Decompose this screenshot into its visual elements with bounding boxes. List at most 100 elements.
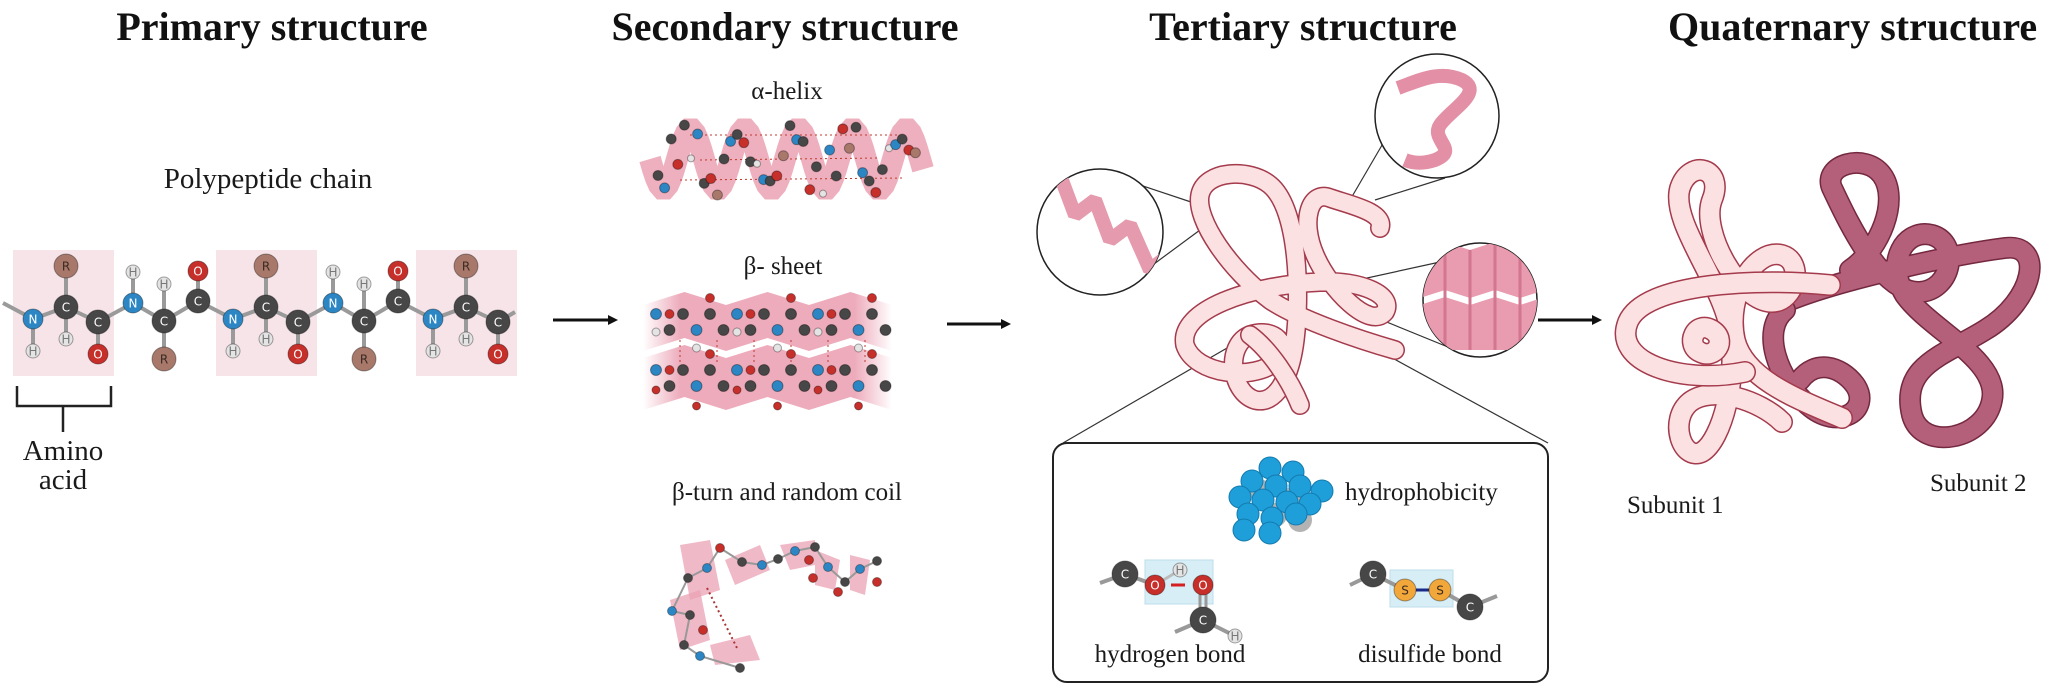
atom-symbol: R	[360, 353, 368, 367]
hydrophobic-atom	[1284, 502, 1308, 526]
atom-symbol: N	[429, 313, 438, 327]
nitrogen-atom-icon	[824, 144, 836, 156]
beta-turn-random-coil-label: β-turn and random coil	[672, 479, 902, 506]
carbon-atom-icon	[825, 380, 838, 392]
nitrogen-atom-icon	[852, 324, 865, 336]
r-group-atom-icon	[843, 142, 855, 154]
carbon-atom-icon	[830, 170, 842, 182]
atom-symbol: N	[229, 313, 238, 327]
oxygen-atom-icon: O	[1144, 574, 1166, 596]
carbon-atom-icon	[773, 554, 783, 564]
carbon-atom-icon	[798, 380, 811, 392]
carbon-atom-icon: C	[151, 308, 177, 334]
atom-symbol: C	[62, 301, 70, 315]
carbon-atom-icon: C	[1189, 606, 1217, 634]
carbon-atom-icon	[810, 542, 820, 552]
hydrogen-atom-icon	[651, 327, 661, 337]
atom-symbol: C	[294, 316, 302, 330]
carbon-atom-icon	[685, 610, 695, 620]
carbon-atom-icon	[652, 169, 664, 181]
oxygen-atom-icon	[771, 170, 783, 182]
subunit-1-tube	[1614, 159, 1853, 465]
carbon-atom-icon	[850, 121, 862, 133]
hydrogen-atom-icon: H	[325, 264, 341, 280]
nitrogen-atom-icon: N	[422, 308, 444, 330]
atom-symbol: R	[262, 260, 270, 274]
oxygen-atom-icon	[745, 365, 756, 375]
r-group-atom-icon	[711, 189, 723, 201]
atom-symbol: O	[93, 348, 102, 362]
atom-symbol: R	[160, 353, 168, 367]
tube-body	[1616, 272, 1840, 386]
oxygen-atom-icon	[813, 385, 823, 395]
oxygen-atom-icon	[705, 349, 715, 359]
carbon-atom-icon	[839, 364, 851, 376]
atom-symbol: C	[360, 315, 368, 329]
nitrogen-atom-icon	[650, 308, 662, 320]
hydrogen-atom-icon	[813, 327, 823, 337]
carbon-atom-icon	[677, 308, 689, 320]
carbon-atom-icon	[758, 308, 770, 320]
carbon-atom-icon	[665, 133, 677, 145]
nitrogen-atom-icon	[771, 380, 784, 392]
carbon-atom-icon	[798, 324, 811, 336]
oxygen-atom-icon	[867, 293, 877, 303]
hydrogen-atom-icon: H	[156, 276, 172, 292]
oxygen-atom-icon	[837, 123, 849, 135]
hydrogen-atom-icon	[819, 189, 827, 198]
atom-symbol: H	[128, 266, 137, 280]
nitrogen-atom-icon	[731, 308, 743, 320]
sulfur-atom-icon: S	[1428, 578, 1452, 602]
carbon-atom-icon	[678, 119, 690, 131]
oxygen-atom-icon	[745, 309, 756, 319]
secondary-structure-title: Secondary structure	[612, 4, 959, 49]
hydrogen-atom-icon: H	[458, 331, 474, 347]
carbon-atom-icon	[785, 308, 797, 320]
oxygen-atom-icon	[773, 401, 782, 411]
oxygen-atom-icon	[698, 625, 708, 635]
carbon-atom-icon	[717, 324, 730, 336]
atom-symbol: H	[428, 345, 437, 359]
tube-body	[1176, 165, 1404, 410]
atom-symbol: H	[61, 333, 70, 347]
nitrogen-atom-icon	[852, 380, 865, 392]
oxygen-atom-icon: O	[87, 343, 109, 365]
beta-sheet-illustration	[643, 292, 892, 411]
atom-symbol: O	[1150, 579, 1159, 593]
atom-symbol: H	[159, 278, 168, 292]
carbon-atom-icon	[866, 308, 878, 320]
nitrogen-atom-icon	[731, 364, 743, 376]
hydrogen-atom-icon: H	[258, 331, 274, 347]
oxygen-atom-icon	[867, 349, 877, 359]
carbon-atom-icon	[718, 153, 730, 165]
oxygen-atom-icon	[786, 349, 796, 359]
carbon-atom-icon: C	[485, 309, 511, 335]
tube-body	[1780, 153, 2040, 447]
atom-symbol: R	[462, 260, 470, 274]
atom-symbol: R	[62, 260, 70, 274]
nitrogen-atom-icon	[725, 135, 737, 147]
nitrogen-atom-icon	[823, 562, 833, 572]
atom-symbol: C	[1121, 568, 1129, 582]
amino-acid-label-line2: acid	[39, 464, 88, 496]
r-group-atom-icon: R	[253, 253, 279, 279]
atom-symbol: C	[94, 316, 102, 330]
carbon-atom-icon	[704, 364, 716, 376]
carbon-atom-icon	[737, 557, 747, 567]
nitrogen-atom-icon: N	[122, 292, 144, 314]
r-group-atom-icon: R	[151, 346, 177, 372]
carbon-atom-icon: C	[185, 288, 211, 314]
beta-strand-upper	[643, 292, 892, 351]
oxygen-atom-icon	[664, 365, 675, 375]
atom-symbol: N	[329, 297, 338, 311]
amino-acid-label-line1: Amino	[23, 435, 104, 467]
atom-symbol: H	[359, 278, 368, 292]
atom-symbol: O	[193, 265, 202, 279]
atom-symbol: S	[1401, 584, 1409, 598]
nitrogen-atom-icon	[690, 380, 703, 392]
subunit-2-label: Subunit 2	[1930, 470, 2027, 497]
